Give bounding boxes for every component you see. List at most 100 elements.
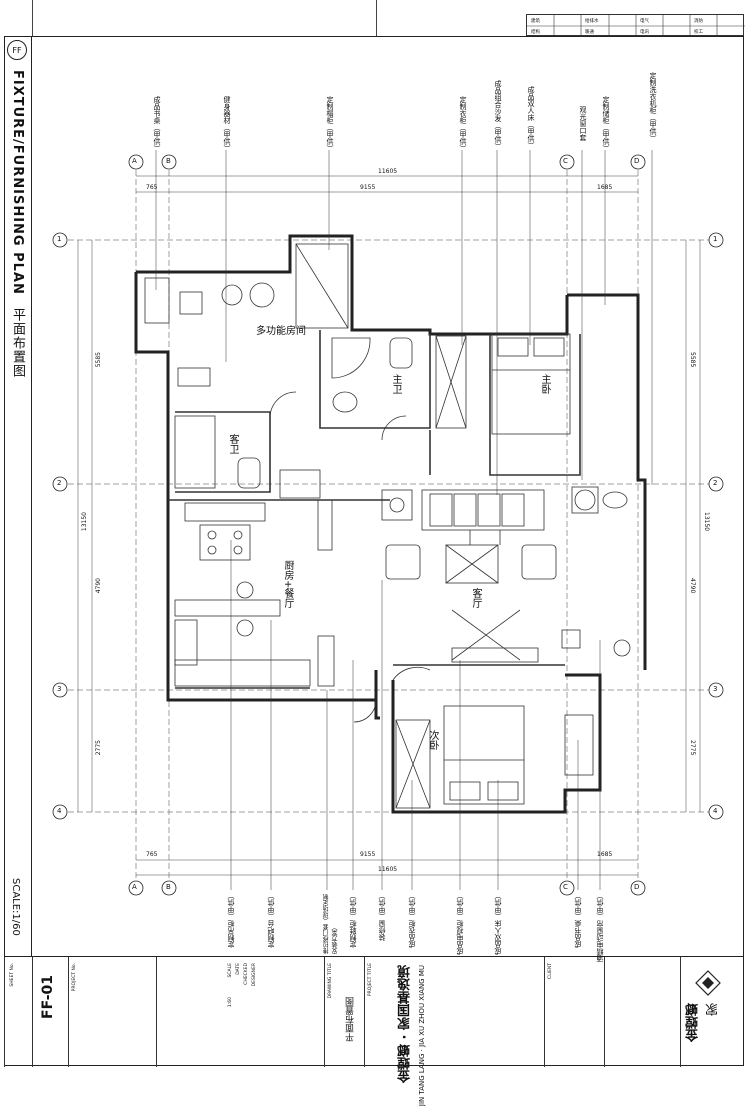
room-master-bed: 主卧: [539, 374, 550, 394]
drawing-title-label: DRAWING TITLE: [328, 963, 333, 999]
grid-label: C: [563, 157, 568, 165]
table-cell: 校工: [694, 30, 703, 35]
table-cell: 暖通: [585, 30, 594, 35]
callout-bottom: 定制吊柜（甲供）: [227, 892, 235, 948]
dim-left-total: 13150: [81, 512, 88, 532]
dim-right-upper: 5585: [689, 352, 696, 368]
callout-bottom: 定制吧台（甲供）: [267, 892, 275, 948]
client-label: CLIENT: [548, 963, 553, 979]
callout-top: 定制洗衣机柜（甲供）: [649, 72, 657, 142]
brand-tag: 家: [706, 1003, 721, 1016]
table-cell: 建筑: [531, 19, 540, 24]
grid-label: A: [132, 157, 137, 165]
table-cell: 结构: [531, 30, 540, 35]
table-cell: 消防: [694, 19, 703, 24]
grid-label: 3: [713, 685, 718, 693]
room-kitchen: 厨房+餐厅: [282, 560, 293, 609]
dim-left-mid: 4790: [95, 578, 102, 594]
dim-right-mid: 4790: [689, 578, 696, 594]
scale-label-tb: SCALE: [228, 963, 233, 978]
room-master-bath: 主卫: [390, 374, 401, 394]
sheet-no-label: SHEET No.: [10, 963, 15, 987]
title-block: SHEET No. FF-01 PROJECT No. SCALE 1:60 D…: [4, 956, 744, 1106]
grid-label: 1: [57, 235, 62, 243]
room-multi: 多功能房间: [256, 326, 306, 337]
tb-divider: [544, 957, 545, 1067]
room-second-bed: 次卧: [427, 730, 438, 750]
grid-label: B: [166, 883, 171, 891]
brand-cn: 金螳螂: [686, 1003, 701, 1042]
tb-divider: [364, 957, 365, 1067]
callout-bottom: 装修窗（甲供）: [378, 892, 386, 941]
tb-divider: [680, 957, 681, 1067]
grid-label: A: [132, 883, 137, 891]
grid-label: 4: [713, 807, 718, 815]
grid-label: 4: [57, 807, 62, 815]
crop-mark: [32, 0, 33, 36]
callout-top: 定制衣柜（甲供）: [459, 96, 467, 152]
grid-label: 1: [713, 235, 718, 243]
floor-plan: [52, 150, 724, 896]
dim-bottom-mid: 9155: [360, 851, 376, 858]
drawing-sheet: [4, 36, 744, 1066]
date-label: DATE: [236, 963, 241, 975]
grid-label: D: [634, 883, 640, 891]
tb-divider: [32, 957, 33, 1067]
sheet-title-cn: 平面布置图: [10, 308, 25, 379]
callout-top: 成品双人床（甲供）: [527, 86, 535, 149]
callout-top: 成品书桌（甲供）: [153, 96, 161, 152]
dim-bottom-right: 1685: [597, 851, 613, 858]
callout-bottom: 定制鞋柜（甲供）: [349, 892, 357, 948]
table-cell: 电气: [640, 19, 649, 24]
grid-label: D: [634, 157, 640, 165]
dim-top-right: 1685: [597, 184, 613, 191]
sheet-title: FIXTURE/FURNISHING PLAN 平面布置图: [8, 70, 27, 378]
drawing-title: 平面布置图: [346, 997, 356, 1042]
margin-divider: [31, 36, 32, 956]
room-living: 客厅: [470, 588, 481, 608]
callout-bottom: 成品衣柜（甲供）: [408, 892, 416, 948]
dim-top-left: 765: [146, 184, 158, 191]
checked-label: CHECKED: [244, 963, 249, 985]
callout-top: 定制榻柜（甲供）: [326, 96, 334, 152]
project-title-label: PROJECT TITLE: [368, 963, 373, 997]
table-cell: 电讯: [640, 30, 649, 35]
approval-table-grid: [527, 15, 745, 37]
sheet-title-en: FIXTURE/FURNISHING PLAN: [10, 70, 25, 295]
scale-label: SCALE:1/60: [10, 878, 21, 936]
approval-table: 建筑 给排水 电气 消防 结构 暖通 电讯 校工: [526, 14, 745, 37]
sheet-no: FF-01: [40, 975, 56, 1019]
scale-value: 1:60: [228, 997, 233, 1008]
callout-top: 观光窗口套: [579, 106, 587, 141]
dim-total: 11605: [378, 168, 398, 175]
project-cn: 金螳螂 · 家国基逸境: [398, 965, 413, 1083]
callout-bottom: 成品书桌（甲供）: [574, 892, 582, 948]
dim-top-mid: 9155: [360, 184, 376, 191]
grid-label: 2: [57, 479, 62, 487]
callout-bottom: 成品双人床（甲供）: [494, 892, 502, 955]
grid-label: 2: [713, 479, 718, 487]
callout-top: 健身器材（甲供）: [223, 96, 231, 152]
dim-right-total: 13150: [703, 512, 710, 532]
callout-top: 成品组合沙发（甲供）: [494, 80, 502, 150]
designer-label: DESIGNER: [252, 963, 257, 987]
room-guest-bath: 客卫: [227, 434, 238, 454]
sheet-badge: FF: [7, 40, 27, 60]
tb-divider: [324, 957, 325, 1067]
callout-bottom: 推拉移门套（现场定制安装方案）: [323, 894, 339, 954]
project-en: JIN TANG LANG · JIA XU ZHOU XIANG MU: [418, 965, 426, 1106]
tb-divider: [68, 957, 69, 1067]
dim-total: 11605: [378, 866, 398, 873]
table-cell: 给排水: [585, 19, 599, 24]
tb-divider: [604, 957, 605, 1067]
grid-label: B: [166, 157, 171, 165]
tb-divider: [156, 957, 157, 1067]
grid-label: 3: [57, 685, 62, 693]
dim-bottom-left: 765: [146, 851, 158, 858]
crop-mark: [376, 0, 377, 36]
brand-logo-icon: [694, 969, 722, 997]
dim-right-lower: 2775: [689, 740, 696, 756]
dim-left-lower: 2775: [95, 740, 102, 756]
callout-bottom: 酒精电动窗帘（甲供）: [596, 892, 604, 962]
callout-top: 定制储柜（甲供）: [602, 96, 610, 152]
